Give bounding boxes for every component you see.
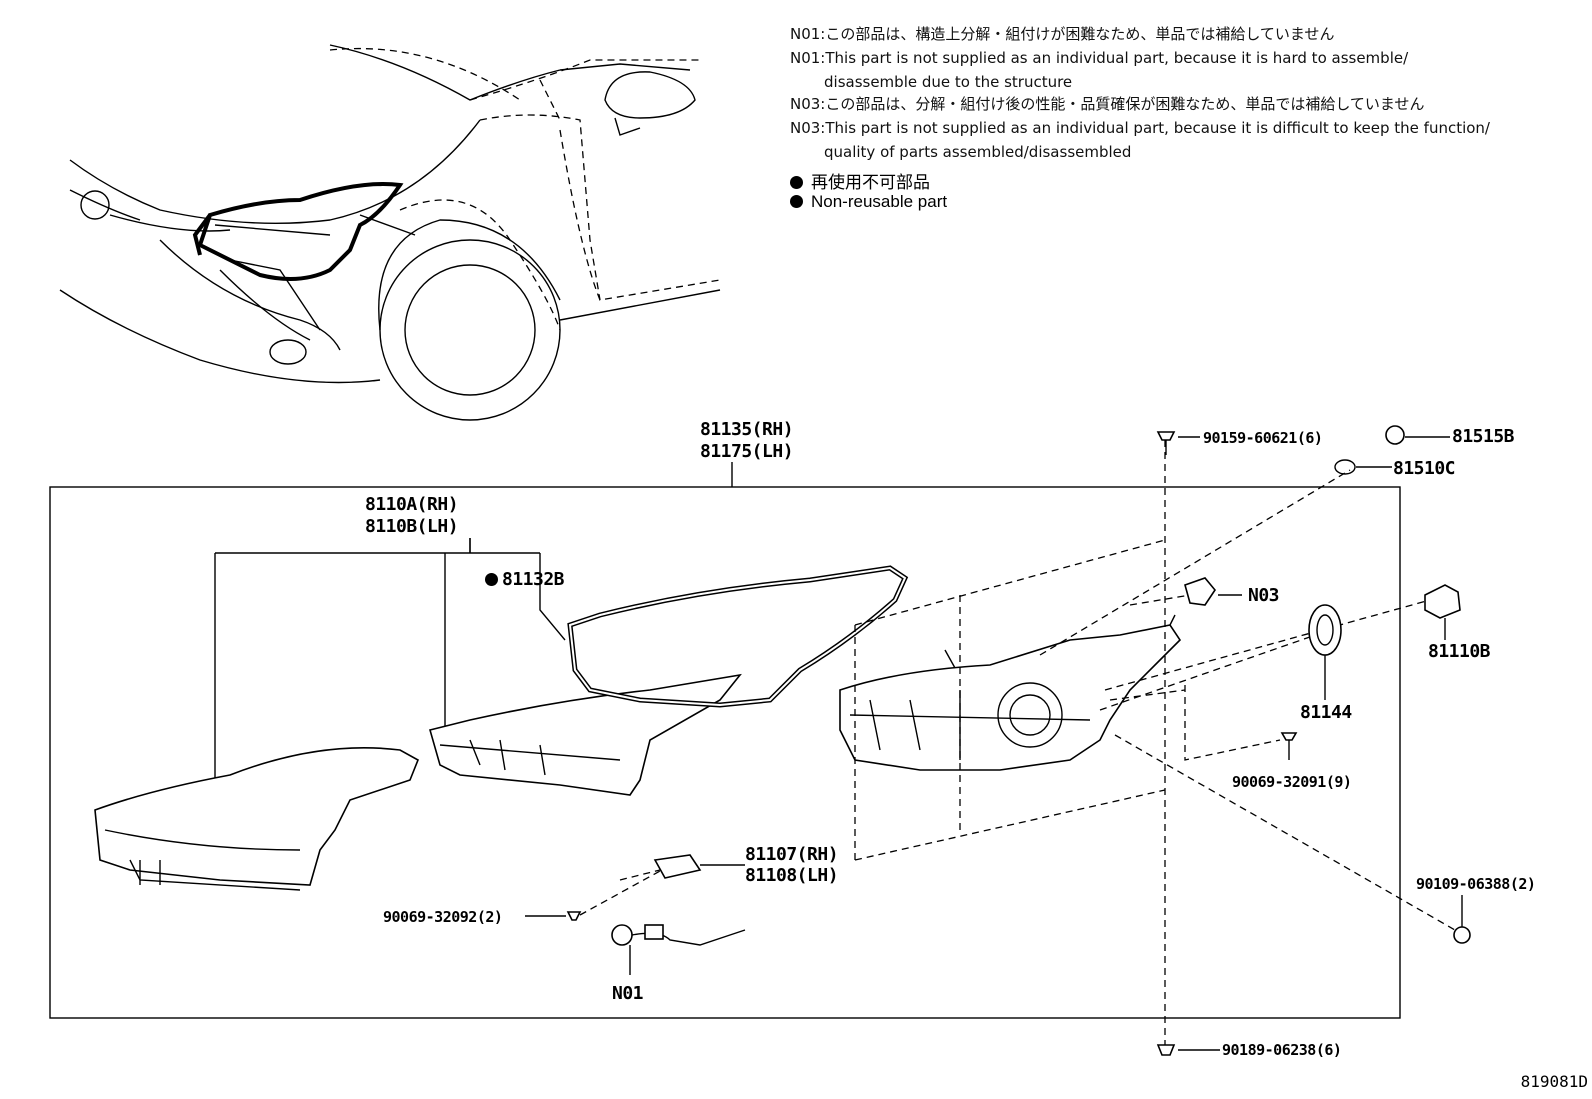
housing-cover (429, 673, 742, 796)
callout-screw-top: 90159-60621(6) (1203, 429, 1323, 447)
cap-ring-icon (1334, 459, 1392, 475)
wire-harness-icon (611, 924, 746, 975)
figure-code: 819081D (1520, 1072, 1588, 1091)
callout-n01: N01 (612, 983, 644, 1004)
screw-right-icon (1280, 732, 1298, 760)
callout-n03: N03 (1248, 585, 1280, 606)
note-n01-en-line2: disassemble due to the structure (824, 73, 1073, 91)
callout-assy-lh: 81175(LH) (700, 441, 794, 462)
callout-cap: 81515B (1452, 426, 1515, 447)
headlamp-housing (839, 614, 1182, 771)
bullet-icon (790, 176, 803, 189)
callout-bulb: 81110B (1428, 641, 1491, 662)
bolt-right-icon (1453, 895, 1471, 944)
note-n03-ja: N03:この部品は、分解・組付け後の性能・品質確保が困難なため、単品では補給して… (790, 95, 1425, 113)
outer-lens (94, 746, 420, 891)
callout-assy-rh: 81135(RH) (700, 419, 794, 440)
note-n01-ja: N01:この部品は、構造上分解・組付けが困難なため、単品では補給していません (790, 25, 1335, 43)
callout-bracket-lh: 81108(LH) (745, 865, 839, 886)
vehicle-front-view (59, 44, 721, 421)
note-n03-en-line1: N03:This part is not supplied as an indi… (790, 119, 1490, 137)
screw-top-icon (1156, 431, 1200, 455)
note-n01-en-line1: N01:This part is not supplied as an indi… (790, 49, 1409, 67)
bolt-bottom-icon (1156, 1044, 1220, 1056)
legend-en: Non-reusable part (790, 192, 947, 212)
callout-bolt-bottom: 90189-06238(6) (1222, 1041, 1342, 1059)
bulb-icon (1424, 584, 1461, 640)
legend-en-text: Non-reusable part (811, 192, 948, 211)
legend-ja: 再使用不可部品 (790, 168, 930, 193)
callout-cap-ring: 81510C (1393, 458, 1456, 479)
non-reusable-icon (485, 573, 498, 586)
callout-gasket: 81132B (485, 569, 565, 590)
callout-lens-lh: 8110B(LH) (365, 516, 459, 537)
cap-icon (1385, 425, 1450, 445)
callout-gasket-text: 81132B (502, 569, 565, 590)
callout-cover: 81144 (1300, 702, 1352, 723)
gasket (567, 565, 909, 708)
callout-lens-rh: 8110A(RH) (365, 494, 459, 515)
callout-screw-right: 90069-32091(9) (1232, 773, 1352, 791)
note-n03-en-line2: quality of parts assembled/disassembled (824, 143, 1132, 161)
screw-left-icon (525, 911, 582, 921)
bracket-icon (653, 854, 745, 879)
callout-bracket-rh: 81107(RH) (745, 844, 839, 865)
callout-bolt-right: 90109-06388(2) (1416, 875, 1536, 893)
callout-screw-left: 90069-32092(2) (383, 908, 503, 926)
assembly-frame (49, 486, 1401, 1019)
legend-ja-text: 再使用不可部品 (811, 173, 930, 192)
n03-part-icon (1184, 577, 1242, 606)
bullet-icon (790, 195, 803, 208)
cover-icon (1308, 604, 1342, 700)
